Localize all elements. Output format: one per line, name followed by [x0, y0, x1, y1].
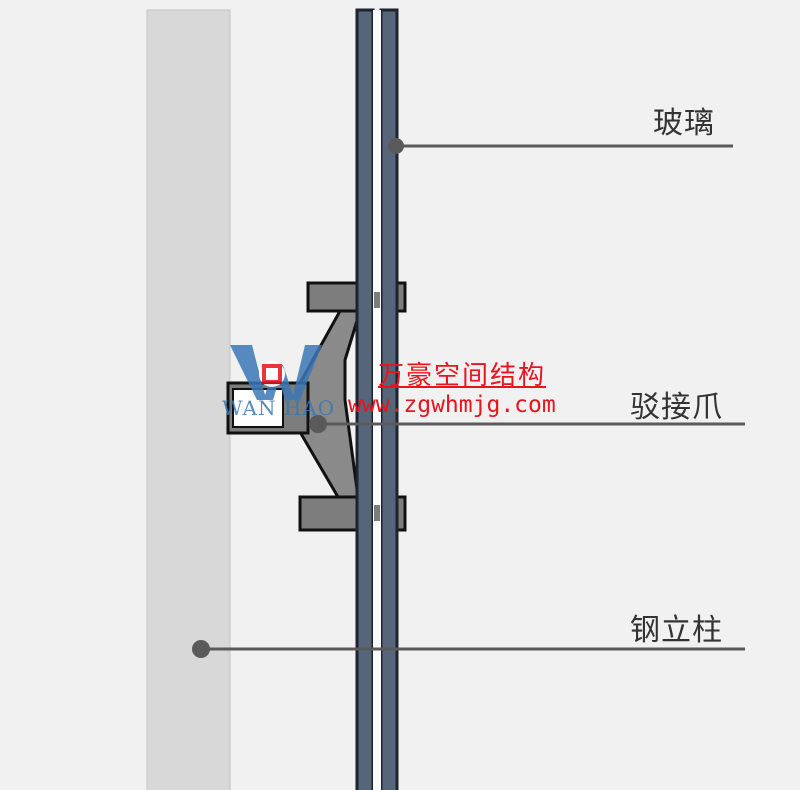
label-spider-claw: 驳接爪 [630, 390, 723, 425]
glass-panes [355, 8, 399, 790]
label-glass: 玻璃 [653, 106, 715, 141]
watermark-url: www.zgwhmjg.com [348, 392, 556, 418]
leader-glass [388, 138, 733, 154]
leader-spider-claw [309, 415, 745, 433]
leader-steel-column [192, 640, 745, 658]
watermark-brand: WAN HAO [222, 396, 336, 420]
label-steel-column: 钢立柱 [630, 613, 723, 648]
watermark-logo [230, 345, 322, 400]
watermark-company: 万豪空间结构 [378, 361, 547, 391]
steel-column [146, 9, 231, 790]
